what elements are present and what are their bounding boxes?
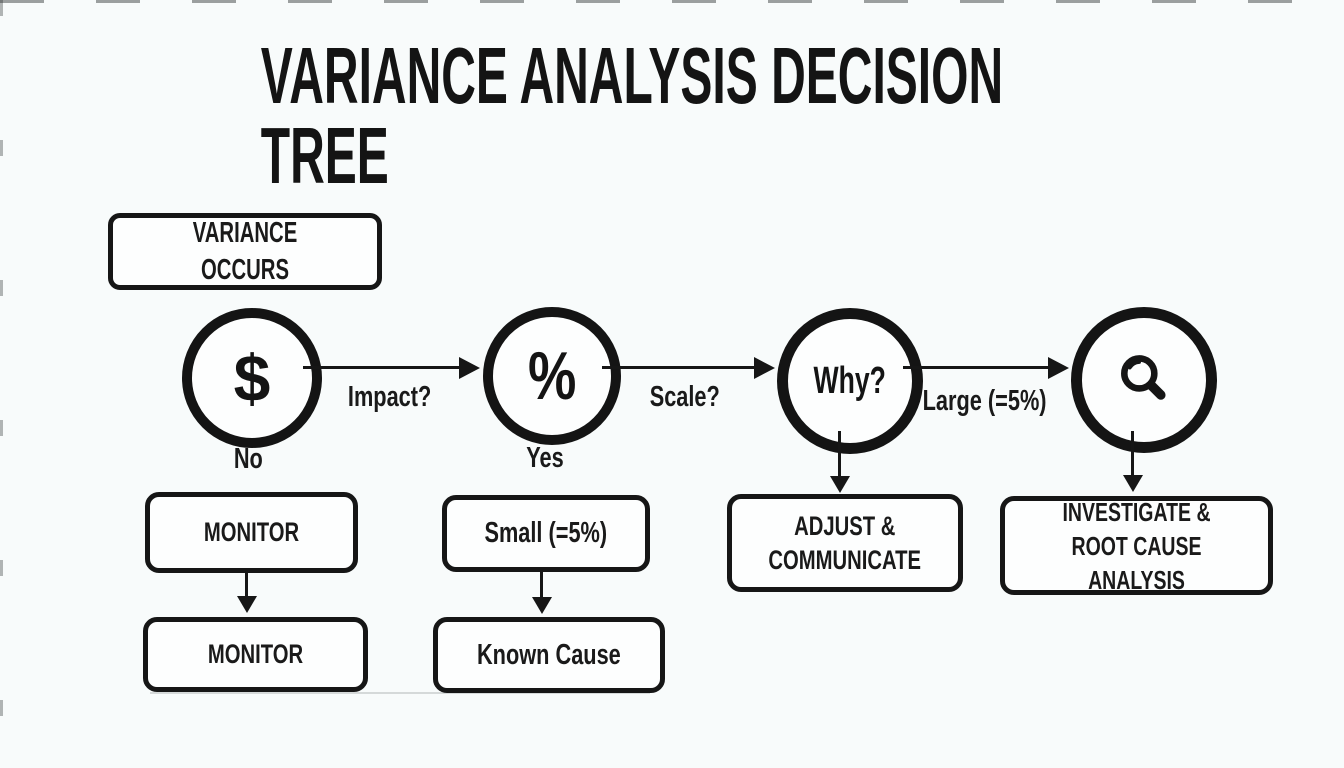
arrowhead-down-icon xyxy=(829,476,850,493)
arrowhead-right-icon xyxy=(1048,356,1069,379)
why-node-label: Why? xyxy=(813,360,887,402)
box-monitor-bottom-label: MONITOR xyxy=(207,638,304,669)
dollar-sign-icon: $ xyxy=(233,341,271,415)
arrowhead-down-icon xyxy=(531,597,552,614)
box-known-cause: Known Cause xyxy=(433,617,665,693)
page-title: VARIANCE ANALYSIS DECISION TREE xyxy=(0,36,1304,196)
arrowhead-down-icon xyxy=(236,596,257,613)
box-monitor-top: MONITOR xyxy=(145,492,358,573)
edge-label-large-text: Large (=5%) xyxy=(923,384,1047,417)
node-why-circle: Why? xyxy=(777,308,923,454)
edge-label-scale: Scale? xyxy=(605,382,765,412)
box-investigate-root-cause-label: INVESTIGATE & ROOT CAUSE ANALYSIS xyxy=(1062,496,1211,595)
arrow-small-to-known-cause xyxy=(531,562,552,614)
magnifying-glass-icon xyxy=(1114,350,1174,410)
edge-label-impact-text: Impact? xyxy=(348,380,432,413)
box-adjust-communicate-label: ADJUST & COMMUNICATE xyxy=(768,511,922,575)
arrowhead-right-icon xyxy=(459,356,480,379)
start-box-variance-occurs: VARIANCE OCCURS xyxy=(108,213,382,290)
arrow-search-to-investigate xyxy=(1122,431,1143,492)
box-small: Small (=5%) xyxy=(442,495,650,572)
branch-label-no: No xyxy=(188,444,308,474)
arrowhead-right-icon xyxy=(754,356,775,379)
branch-label-no-text: No xyxy=(233,442,263,475)
edge-label-impact: Impact? xyxy=(310,382,470,412)
box-investigate-root-cause: INVESTIGATE & ROOT CAUSE ANALYSIS xyxy=(1000,496,1273,595)
edge-label-scale-text: Scale? xyxy=(649,380,721,413)
node-search-circle xyxy=(1071,307,1217,453)
arrow-why-to-adjust xyxy=(829,431,850,493)
percent-sign-icon: % xyxy=(527,338,577,414)
box-adjust-communicate: ADJUST & COMMUNICATE xyxy=(727,494,963,592)
box-monitor-top-label: MONITOR xyxy=(203,516,300,547)
arrow-dollar-to-percent xyxy=(303,356,480,379)
box-known-cause-label: Known Cause xyxy=(477,638,621,671)
arrow-why-to-search xyxy=(903,356,1069,379)
branch-label-yes-text: Yes xyxy=(526,441,564,474)
arrow-monitor-to-monitor xyxy=(236,563,257,613)
branch-label-yes: Yes xyxy=(485,443,605,473)
box-monitor-bottom: MONITOR xyxy=(143,617,368,692)
edge-label-large: Large (=5%) xyxy=(895,386,1075,416)
node-percent-circle: % xyxy=(483,307,621,445)
arrowhead-down-icon xyxy=(1122,475,1143,492)
start-box-label: VARIANCE OCCURS xyxy=(192,217,298,286)
node-dollar-circle: $ xyxy=(182,308,322,448)
scan-artifact-top xyxy=(0,0,1344,3)
page-title-text: VARIANCE ANALYSIS DECISION TREE xyxy=(260,31,1004,200)
box-small-label: Small (=5%) xyxy=(484,517,608,550)
arrow-percent-to-why xyxy=(602,356,775,379)
